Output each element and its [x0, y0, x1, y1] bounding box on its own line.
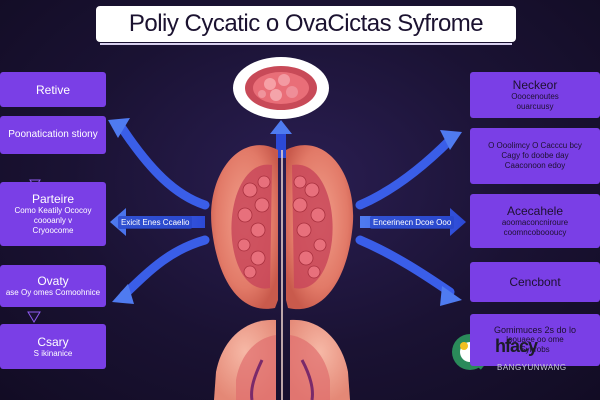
watermark: hfacy BANGYUNWANG — [445, 330, 595, 378]
right-box-5-sub-1: loouaee oo ome — [506, 335, 564, 344]
right-box-1-head: Neckeor — [512, 78, 558, 92]
left-box-3-sub-1: Como Keatily Ococoy — [14, 206, 92, 215]
title-divider — [100, 43, 512, 45]
left-box-1-head: Retive — [35, 82, 70, 97]
right-box-4: Cencbont — [470, 262, 600, 302]
right-box-1-sub-1: Ooocenoutes — [511, 92, 559, 101]
left-box-3-head: Parteire — [31, 192, 75, 206]
diagram-title: Poliy Cycatic o OvaCictas Syfrome — [128, 10, 484, 37]
right-box-5-sub-2: Syhrobs — [520, 345, 550, 354]
left-box-2-head: Poonatication stiony — [8, 129, 98, 140]
left-box-3-sub-3: Cryoocome — [32, 226, 74, 235]
left-box-3-sub-2: coooanly v — [33, 216, 73, 225]
right-box-1-sub-2: ouarcuusy — [516, 102, 554, 111]
curved-arrowheads-left — [108, 118, 134, 304]
curved-arrowheads-right — [440, 130, 462, 306]
left-box-5: Csary S ikinanice — [0, 324, 106, 369]
left-box-4-head: Ovaty — [37, 274, 69, 288]
left-box-2: Poonatication stiony — [0, 116, 106, 154]
left-box-1: Retive — [0, 72, 106, 107]
left-box-5-head: Csary — [37, 334, 69, 349]
arrow-up-icon — [270, 120, 292, 158]
right-box-4-head: Cencbont — [509, 275, 561, 289]
right-box-3-sub-1: aoomaconcniroure — [501, 218, 569, 227]
right-box-2-sub-2: Cagy fo doobe day — [501, 151, 569, 160]
diagram-title-bar: Poliy Cycatic o OvaCictas Syfrome — [96, 6, 516, 42]
left-box-3: Parteire Como Keatily Ococoy coooanly v … — [0, 182, 106, 246]
right-box-2-sub-1: O Ooolimcy O Cacccu bcy — [488, 141, 582, 150]
organ-illustration-bottom — [214, 319, 350, 400]
right-box-5: Gomimuces 2s do lo loouaee oo ome Syhrob… — [470, 314, 600, 366]
right-box-2-sub-3: Caaconoon edoy — [504, 161, 566, 170]
left-box-4: Ovaty ase Oy omes Comoohnice — [0, 265, 106, 307]
left-box-4-sub-1: ase Oy omes Comoohnice — [5, 288, 101, 297]
organ-illustration-center — [211, 145, 354, 400]
left-arrow-label: Exicit Enes Ccaelio — [118, 216, 193, 229]
curved-arrows-left — [117, 123, 210, 300]
right-box-2: O Ooolimcy O Cacccu bcy Cagy fo doobe da… — [470, 128, 600, 184]
right-arrow-label: Encerinecn Dcoe Ooo — [370, 216, 455, 229]
watermark-text: hfacy — [495, 336, 538, 356]
left-box-5-sub-1: S ikinanice — [33, 348, 73, 358]
right-box-3-head: Acecahele — [506, 204, 564, 218]
right-box-5-head: Gomimuces 2s do lo — [493, 325, 577, 335]
right-box-1: Neckeor Ooocenoutes ouarcuusy — [470, 72, 600, 118]
right-box-3-sub-2: coomncoboooucy — [503, 228, 567, 237]
curved-arrows-right — [355, 135, 455, 297]
right-box-3: Acecahele aoomaconcniroure coomncobooouc… — [470, 194, 600, 248]
watermark-subtext: BANGYUNWANG — [497, 363, 567, 372]
ovary-illustration-top — [233, 57, 329, 119]
